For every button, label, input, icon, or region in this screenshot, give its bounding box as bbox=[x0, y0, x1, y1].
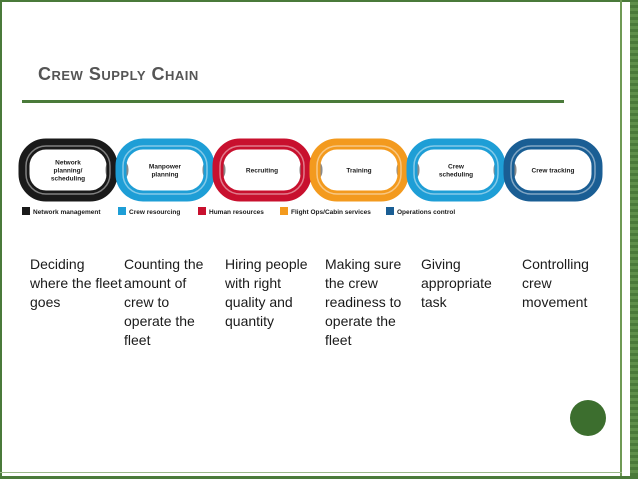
chain-link-label: Recruiting bbox=[246, 168, 278, 175]
chain-link-ring bbox=[406, 138, 506, 202]
chain-link-label: Crew bbox=[448, 164, 465, 171]
chain-link-center bbox=[33, 153, 103, 187]
frame-right-line bbox=[620, 0, 622, 479]
chain-link-label: scheduling bbox=[439, 172, 473, 179]
chain-link-label: Training bbox=[346, 168, 371, 175]
chain-link: Recruiting bbox=[212, 138, 312, 202]
description-training: Making sure the crew readiness to operat… bbox=[325, 256, 402, 348]
description-network: Deciding where the fleet goes bbox=[30, 256, 122, 310]
chain-link-ring bbox=[212, 138, 312, 202]
chain-link-highlight bbox=[219, 145, 305, 195]
legend-label: Operations control bbox=[397, 209, 455, 216]
legend-swatch bbox=[386, 207, 394, 215]
frame-bottom-line bbox=[0, 472, 622, 473]
title-rule bbox=[22, 100, 564, 103]
chain-link-highlight bbox=[122, 145, 208, 195]
chain-link-ring bbox=[18, 138, 118, 202]
chain-link-center bbox=[421, 153, 491, 187]
chain-link: Training bbox=[309, 138, 409, 202]
chain-link-label: scheduling bbox=[51, 176, 85, 183]
frame-bottom-border bbox=[0, 476, 638, 479]
frame-right-border bbox=[630, 0, 638, 479]
legend-label: Network management bbox=[33, 209, 101, 216]
legend-label: Crew resourcing bbox=[129, 209, 180, 216]
legend-swatch bbox=[198, 207, 206, 215]
description-manpower: Counting the amount of crew to operate t… bbox=[124, 256, 204, 348]
slide-title: Crew Supply Chain bbox=[38, 64, 199, 84]
chain-link-center bbox=[227, 153, 297, 187]
chain-link-highlight bbox=[316, 145, 402, 195]
legend-label: Flight Ops/Cabin services bbox=[291, 209, 371, 216]
frame-top-border bbox=[0, 0, 638, 2]
legend-swatch bbox=[118, 207, 126, 215]
legend-swatch bbox=[280, 207, 288, 215]
description-crew-tracking: Controlling crew movement bbox=[522, 256, 589, 310]
chain-link-center bbox=[130, 153, 200, 187]
legend-swatch bbox=[22, 207, 30, 215]
description-recruiting: Hiring people with right quality and qua… bbox=[225, 256, 308, 329]
chain-link-label: Network bbox=[55, 160, 81, 167]
chain-link-label: Crew tracking bbox=[532, 168, 575, 175]
chain-link-ring bbox=[115, 138, 215, 202]
chain-link-highlight bbox=[413, 145, 499, 195]
decorative-green-circle bbox=[570, 400, 606, 436]
chain-link-label: Manpower bbox=[149, 164, 182, 171]
frame-left-border bbox=[0, 0, 2, 479]
chain-link-center bbox=[518, 153, 588, 187]
chain-link-ring bbox=[309, 138, 409, 202]
chain-link-label: planning/ bbox=[54, 168, 83, 175]
description-crew-scheduling: Giving appropriate task bbox=[421, 256, 492, 310]
chain-link-center bbox=[324, 153, 394, 187]
chain-link-highlight bbox=[25, 145, 111, 195]
legend-label: Human resources bbox=[209, 209, 264, 216]
chain-link: Crew tracking bbox=[503, 138, 603, 202]
chain-link-highlight bbox=[510, 145, 596, 195]
chain-link-ring bbox=[503, 138, 603, 202]
chain-link-label: planning bbox=[151, 172, 178, 179]
